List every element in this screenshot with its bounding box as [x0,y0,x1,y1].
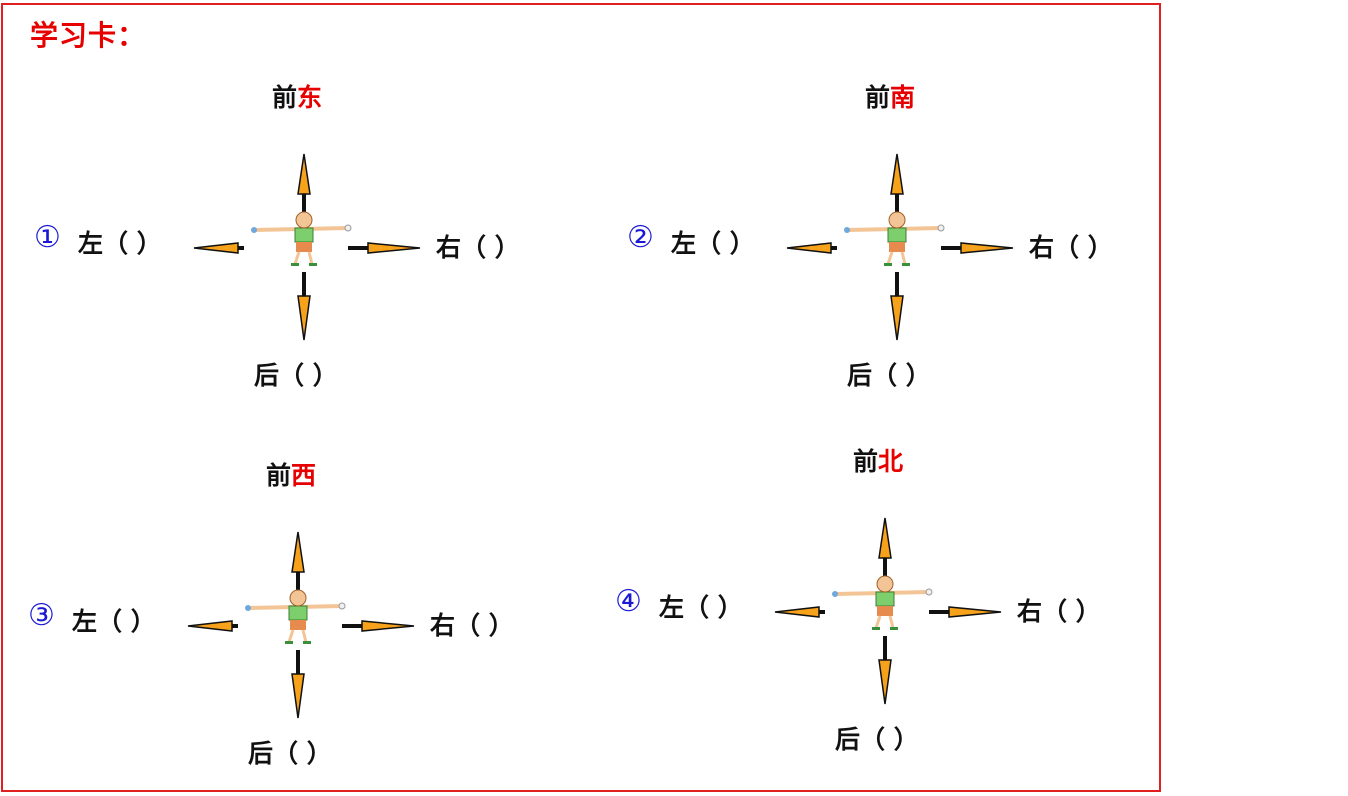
child-figure-icon [251,211,352,266]
figure-left-shoe [291,263,299,266]
figure-shorts [877,606,893,616]
figure-left-leg [874,615,882,629]
figure-right-hand [937,224,945,232]
figure-left-leg [287,629,295,643]
arrow-right-icon [948,606,1002,618]
figure-right-hand [925,588,933,596]
figure-left-shoe [884,263,892,266]
arrow-left-icon [193,242,239,254]
arrow-down-icon [890,295,904,341]
direction-panel-2: 前南 ② 左（ ） 右（ ） 后（ ） [625,70,1145,410]
figure-right-hand [338,602,346,610]
back-label: 后（ ） [847,361,931,390]
arrow-left-icon [786,242,832,254]
figure-shirt [288,605,308,621]
panel-number: ② [627,220,654,255]
arrow-up-icon [878,517,892,559]
figure-right-shoe [309,263,317,266]
front-label: 前南 [865,83,916,112]
right-label: 右（ ） [430,611,514,640]
front-label: 前北 [853,447,904,476]
figure-shorts [296,242,312,252]
direction-panel-4: 前北 ④ 左（ ） 右（ ） 后（ ） [613,434,1133,774]
child-figure-icon [832,575,933,630]
direction-panel-1: 前东 ① 左（ ） 右（ ） 后（ ） [32,70,552,410]
figure-left-leg [886,251,894,265]
figure-right-shoe [890,627,898,630]
figure-right-hand [344,224,352,232]
arrow-down-icon [878,659,892,705]
figure-shorts [889,242,905,252]
figure-right-leg [900,251,907,265]
figure-left-hand [832,591,838,597]
front-direction: 西 [291,461,317,490]
figure-left-hand [251,227,257,233]
card-title: 学习卡： [30,19,147,52]
figure-right-leg [307,251,314,265]
arrow-right-icon [361,620,415,632]
arrow-up-icon [890,153,904,195]
front-direction: 东 [297,83,323,112]
arrow-right-icon [960,242,1014,254]
front-label: 前西 [266,461,317,490]
left-label: 左（ ） [72,607,156,636]
arrow-up-icon [291,531,305,573]
direction-panel-3: 前西 ③ 左（ ） 右（ ） 后（ ） [26,448,546,788]
figure-right-shoe [902,263,910,266]
figure-left-hand [245,605,251,611]
figure-shirt [875,591,895,607]
compass-diagram [786,153,1014,341]
compass-diagram [187,531,415,719]
figure-head [295,211,313,229]
child-figure-icon [844,211,945,266]
arrow-left-icon [774,606,820,618]
arrow-right-icon [367,242,421,254]
left-label: 左（ ） [659,593,743,622]
figure-head [888,211,906,229]
figure-left-hand [844,227,850,233]
figure-right-leg [301,629,308,643]
back-label: 后（ ） [254,361,338,390]
figure-head [876,575,894,593]
front-direction: 北 [878,447,904,476]
figure-shorts [290,620,306,630]
figure-shirt [887,227,907,243]
figure-left-leg [293,251,301,265]
compass-diagram [193,153,421,341]
back-label: 后（ ） [835,725,919,754]
figure-head [289,589,307,607]
arrow-down-icon [291,673,305,719]
panel-number: ① [34,220,61,255]
arrow-down-icon [297,295,311,341]
panel-number: ④ [615,584,642,619]
figure-right-leg [888,615,895,629]
left-label: 左（ ） [78,229,162,258]
figure-right-shoe [303,641,311,644]
arrow-left-icon [187,620,233,632]
arrow-up-icon [297,153,311,195]
right-label: 右（ ） [1029,233,1113,262]
right-label: 右（ ） [1017,597,1101,626]
compass-diagram [774,517,1002,705]
front-label: 前东 [272,83,323,112]
figure-left-shoe [285,641,293,644]
left-label: 左（ ） [671,229,755,258]
panel-number: ③ [28,598,55,633]
child-figure-icon [245,589,346,644]
right-label: 右（ ） [436,233,520,262]
back-label: 后（ ） [248,739,332,768]
figure-left-shoe [872,627,880,630]
figure-shirt [294,227,314,243]
study-card-frame [1,3,1161,792]
front-direction: 南 [890,83,916,112]
